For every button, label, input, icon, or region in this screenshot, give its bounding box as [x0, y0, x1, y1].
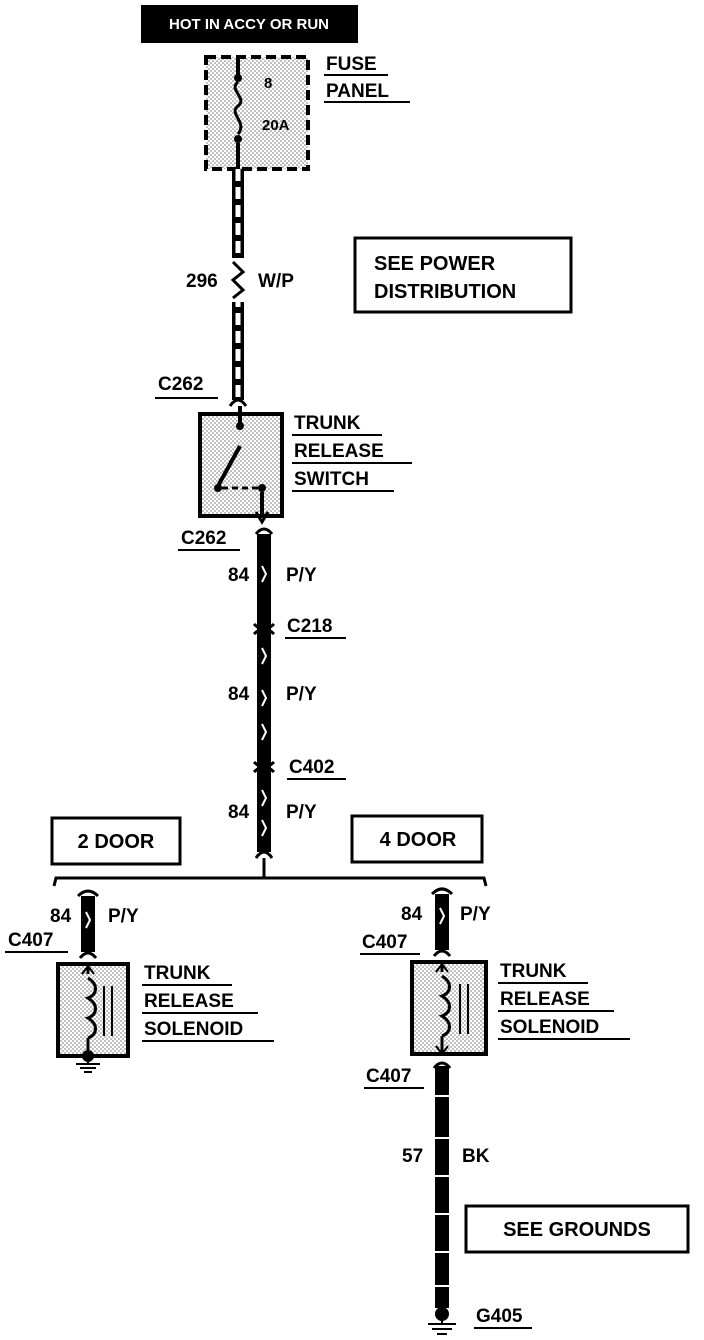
right-branch-connector-bottom-label: C407	[366, 1066, 411, 1087]
right-branch-circuit: 84	[401, 904, 423, 925]
fuse-icon	[233, 80, 243, 135]
connector-c262-bottom-label: C262	[181, 528, 226, 549]
power-label-text: HOT IN ACCY OR RUN	[169, 16, 329, 33]
right-solenoid-line1: TRUNK	[500, 961, 567, 982]
fuse-panel: 8 20A	[204, 55, 310, 171]
left-trunk-release-solenoid	[56, 962, 130, 1062]
connector-c218-label: C218	[287, 616, 332, 637]
right-branch-color: P/Y	[460, 904, 491, 925]
splice-connector	[254, 850, 274, 859]
see-power-distribution-box[interactable]: SEE POWER DISTRIBUTION	[353, 236, 573, 314]
trunk-release-switch	[198, 406, 284, 525]
box-2door-label: 2 DOOR	[78, 831, 155, 853]
left-ground-icon	[76, 1056, 100, 1073]
fuse-panel-title-line1: FUSE	[326, 54, 377, 75]
box-2door: 2 DOOR	[50, 816, 182, 866]
left-solenoid-line1: TRUNK	[144, 963, 211, 984]
see-power-line2: DISTRIBUTION	[374, 281, 516, 303]
wire-84-a-color: P/Y	[286, 565, 317, 586]
wire-84-c-circuit: 84	[228, 802, 250, 823]
left-branch-color: P/Y	[108, 906, 139, 927]
left-branch-connector-label: C407	[8, 930, 53, 951]
switch-contact-icon	[216, 445, 242, 487]
left-branch-wire	[76, 889, 100, 959]
left-branch-circuit: 84	[50, 906, 72, 927]
box-4door: 4 DOOR	[350, 814, 484, 864]
splice-bus	[52, 858, 488, 887]
connector-c262-top	[228, 398, 248, 407]
wire-57-circuit: 57	[402, 1146, 423, 1167]
wire-57	[435, 1066, 449, 1308]
left-solenoid-line2: RELEASE	[144, 991, 234, 1012]
wire-84-b-color: P/Y	[286, 684, 317, 705]
wire-84-b-circuit: 84	[228, 684, 250, 705]
wire-84-a-circuit: 84	[228, 565, 250, 586]
see-power-line1: SEE POWER	[374, 253, 496, 275]
box-4door-label: 4 DOOR	[380, 829, 457, 851]
wire-84-main	[257, 534, 271, 852]
wire-296	[226, 169, 250, 400]
connector-c218	[252, 622, 276, 636]
solenoid-coil-icon	[438, 974, 451, 1038]
trunk-switch-line1: TRUNK	[294, 413, 361, 434]
right-solenoid-line2: RELEASE	[500, 989, 590, 1010]
right-branch-wire	[430, 887, 454, 957]
see-grounds-box[interactable]: SEE GROUNDS	[464, 1204, 690, 1254]
trunk-switch-line3: SWITCH	[294, 469, 369, 490]
connector-c262-bottom	[254, 527, 274, 535]
wire-296-color: W/P	[258, 271, 294, 292]
connector-c402-label: C402	[289, 757, 334, 778]
wire-57-color: BK	[462, 1146, 490, 1167]
right-solenoid-line3: SOLENOID	[500, 1017, 599, 1038]
ground-g405-label: G405	[476, 1306, 523, 1327]
trunk-switch-line2: RELEASE	[294, 441, 384, 462]
connector-c262-top-label: C262	[158, 374, 203, 395]
see-grounds-label: SEE GROUNDS	[503, 1219, 651, 1241]
fuse-number: 8	[264, 75, 272, 92]
ground-g405-icon	[428, 1307, 456, 1335]
right-trunk-release-solenoid	[410, 960, 488, 1056]
right-branch-connector-top-label: C407	[362, 932, 407, 953]
solenoid-coil-icon	[84, 976, 97, 1040]
wire-296-circuit: 296	[186, 271, 218, 292]
fuse-panel-title-line2: PANEL	[326, 81, 389, 102]
power-label-box: HOT IN ACCY OR RUN	[141, 5, 358, 43]
fuse-rating: 20A	[262, 117, 290, 134]
connector-c402	[252, 760, 276, 774]
wire-84-c-color: P/Y	[286, 802, 317, 823]
left-solenoid-line3: SOLENOID	[144, 1019, 243, 1040]
